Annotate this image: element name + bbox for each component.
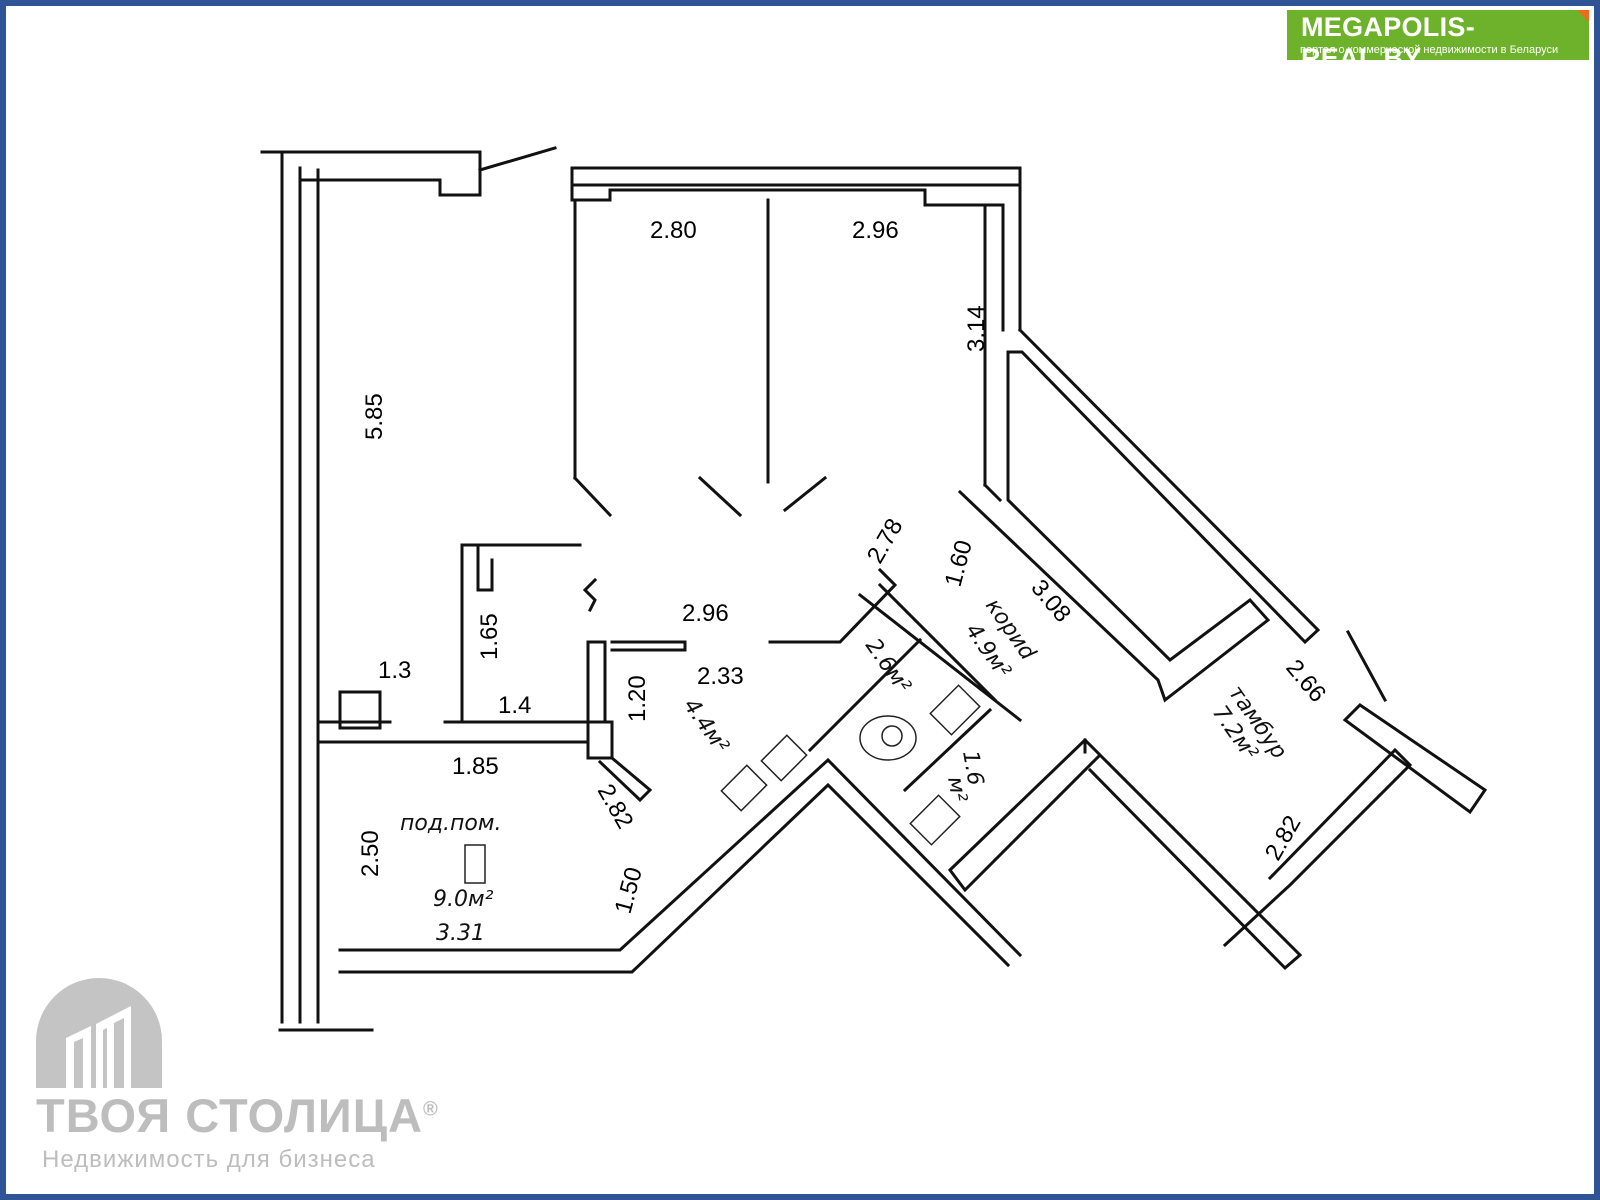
dim-vest-a: 2.66 (1280, 655, 1331, 708)
logo-tagline: портал о коммерческой недвижимости в Бел… (1300, 44, 1559, 56)
room-wc-unit: м² (942, 775, 971, 805)
room-hall-area: 4.4м² (678, 694, 733, 758)
room-wc-area: 1.6 (957, 749, 988, 788)
dim-hall-width: 2.96 (682, 600, 729, 627)
dim-aux-w: 1.85 (452, 753, 499, 780)
dim-corr-a: 2.78 (862, 514, 909, 568)
room-labels: под.пом. 9.0м² кориd 4.9м² 2.6м² 4.4м² 1… (400, 594, 1291, 912)
logo-corner (1577, 10, 1589, 22)
watermark-subtitle: Недвижимость для бизнеса (42, 1146, 376, 1173)
dim-room2-depth: 3.14 (963, 305, 990, 352)
dim-closet: 1.20 (624, 675, 651, 722)
dim-room1-width: 2.80 (650, 217, 697, 244)
watermark-name-text: ТВОЯ СТОЛИЦА (36, 1089, 423, 1142)
dim-room2-width: 2.96 (852, 217, 899, 244)
dim-aux-diag: 2.82 (592, 780, 639, 834)
dim-aux-h: 2.50 (357, 830, 384, 877)
dim-niche-w: 1.4 (498, 692, 531, 719)
room-bath-area: 2.6м² (860, 634, 915, 698)
watermark-reg: ® (423, 1098, 439, 1121)
watermark-name: ТВОЯ СТОЛИЦА® (36, 1088, 439, 1143)
dim-balcony: 3.08 (1025, 575, 1076, 628)
dim-hall-b: 2.33 (697, 663, 744, 690)
dim-aux-bottom: 3.31 (436, 921, 485, 946)
dim-aux-door: 1.50 (610, 864, 648, 916)
room-aux-area: 9.0м² (433, 887, 494, 912)
dim-hall-length: 5.85 (361, 393, 388, 440)
fixtures (464, 684, 981, 884)
room-aux-name: под.пом. (400, 811, 501, 836)
walls (260, 146, 1488, 1032)
logo-site: MEGAPOLIS-REAL.BY (1301, 12, 1476, 73)
dimension-labels: 2.80 2.96 3.14 5.85 2.78 1.60 3.08 2.96 … (357, 217, 1331, 946)
dim-corr-b: 1.60 (940, 537, 978, 589)
watermark-building-icon (36, 978, 162, 1088)
megapolis-logo[interactable]: MEGAPOLIS-REAL.BY портал о коммерческой … (1287, 10, 1589, 73)
dim-vest-b: 2.82 (1260, 811, 1307, 865)
dim-niche-a: 1.3 (378, 657, 411, 684)
dim-niche-h: 1.65 (476, 613, 503, 660)
